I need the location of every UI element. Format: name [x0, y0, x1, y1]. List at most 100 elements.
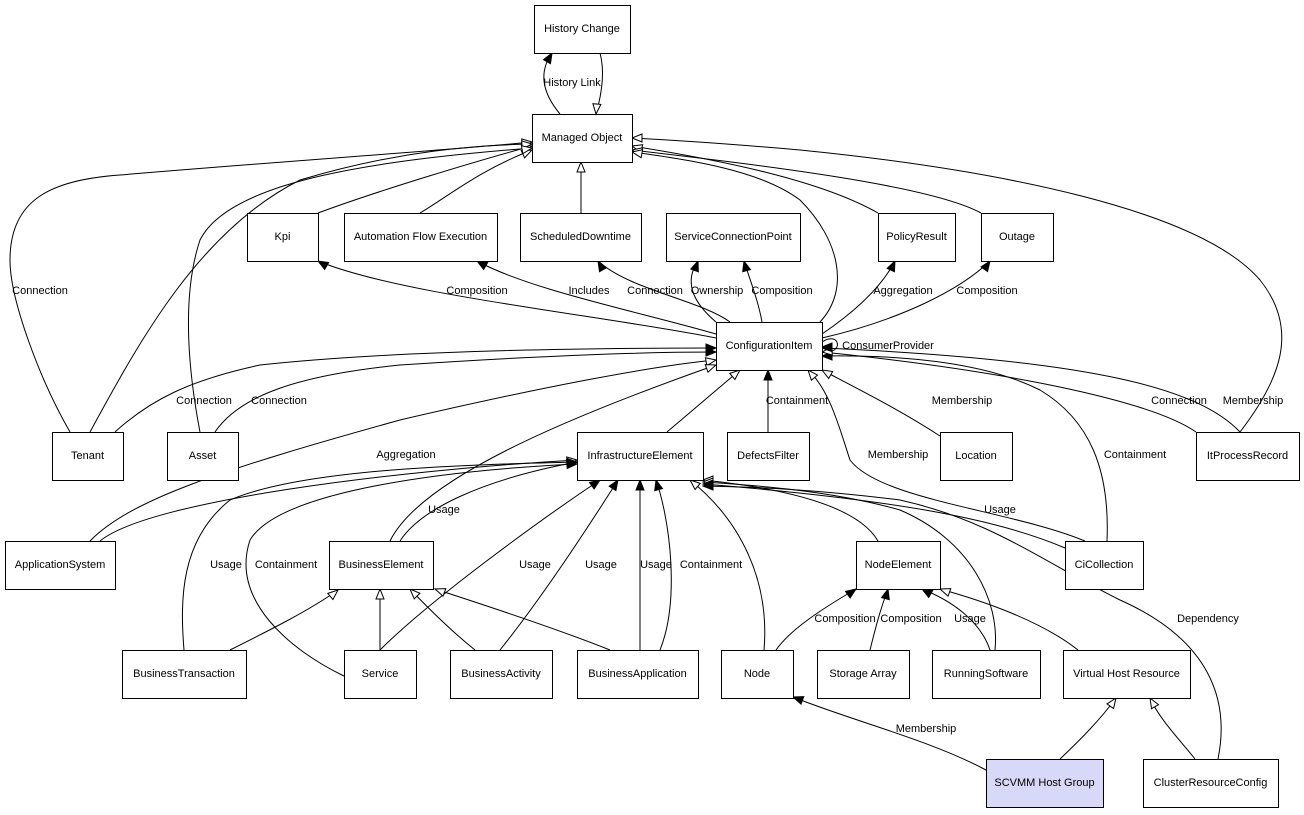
- node-policy-result[interactable]: PolicyResult: [878, 213, 956, 262]
- edge-label: Usage: [210, 559, 242, 571]
- node-label: Tenant: [71, 450, 104, 462]
- node-box[interactable]: [329, 541, 434, 590]
- edge-business-activity-to-infrastructure-element: [499, 479, 619, 651]
- node-box[interactable]: [344, 650, 417, 699]
- node-label: SCVMM Host Group: [994, 777, 1094, 789]
- node-box[interactable]: [344, 213, 498, 262]
- node-node-element[interactable]: NodeElement: [856, 541, 941, 590]
- node-label: DefectsFilter: [737, 450, 799, 462]
- edge-label: Membership: [896, 723, 957, 735]
- edge-label: Usage: [519, 559, 551, 571]
- edge-asset-to-managed-object: [187, 147, 533, 433]
- node-box[interactable]: [122, 650, 247, 699]
- edge-label: Composition: [446, 285, 507, 297]
- node-box[interactable]: [1196, 432, 1300, 481]
- node-box[interactable]: [577, 432, 704, 481]
- association-arrowhead-icon: [705, 347, 718, 357]
- edge-application-system-to-infrastructure-element: [99, 459, 578, 542]
- node-box[interactable]: [247, 213, 319, 262]
- node-configuration-item[interactable]: ConfigurationItem: [716, 322, 823, 371]
- edge-configuration-item-to-outage: [821, 260, 991, 339]
- node-box[interactable]: [520, 213, 642, 262]
- node-box[interactable]: [932, 650, 1041, 699]
- node-cluster-resource-config[interactable]: ClusterResourceConfig: [1143, 759, 1279, 808]
- node-location[interactable]: Location: [940, 432, 1013, 481]
- node-infrastructure-element[interactable]: InfrastructureElement: [577, 432, 704, 481]
- node-label: RunningSoftware: [944, 668, 1028, 680]
- node-kpi[interactable]: Kpi: [247, 213, 319, 262]
- edge-kpi-to-managed-object: [317, 145, 533, 214]
- node-defects-filter[interactable]: DefectsFilter: [727, 432, 810, 481]
- edge-label: Containment: [766, 395, 828, 407]
- node-running-software[interactable]: RunningSoftware: [932, 650, 1041, 699]
- edge-ci-collection-to-configuration-item: [821, 355, 1108, 542]
- edges-layer: [9, 51, 1283, 771]
- node-box[interactable]: [817, 650, 910, 699]
- node-box[interactable]: [1143, 759, 1279, 808]
- association-arrowhead-icon: [588, 479, 602, 490]
- edge-configuration-item-to-scheduled-downtime: [597, 260, 731, 323]
- inheritance-arrowhead-icon: [576, 160, 586, 173]
- edge-virtual-host-resource-to-node-element: [939, 588, 1079, 651]
- edge-label: Composition: [814, 613, 875, 625]
- node-service-connection-point[interactable]: ServiceConnectionPoint: [666, 213, 801, 262]
- inheritance-arrowhead-icon: [1106, 696, 1117, 710]
- edge-label: Membership: [868, 449, 929, 461]
- node-box[interactable]: [532, 114, 633, 163]
- node-business-transaction[interactable]: BusinessTransaction: [122, 650, 247, 699]
- node-box[interactable]: [1065, 541, 1144, 590]
- edge-label: Dependency: [1177, 613, 1239, 625]
- node-box[interactable]: [856, 541, 941, 590]
- node-box[interactable]: [450, 650, 553, 699]
- node-box[interactable]: [981, 213, 1054, 262]
- edge-tenant-to-managed-object: [89, 143, 533, 433]
- inheritance-arrowhead-icon: [409, 588, 421, 600]
- edge-asset-to-configuration-item: [214, 351, 717, 433]
- node-box[interactable]: [878, 213, 956, 262]
- node-box[interactable]: [167, 432, 239, 481]
- node-box[interactable]: [534, 5, 631, 54]
- node-application-system[interactable]: ApplicationSystem: [5, 541, 116, 590]
- association-arrowhead-icon: [654, 478, 664, 492]
- edge-scvmm-host-group-to-node: [792, 696, 987, 771]
- node-node[interactable]: Node: [721, 650, 794, 699]
- node-scheduled-downtime[interactable]: ScheduledDowntime: [520, 213, 642, 262]
- node-virtual-host-resource[interactable]: Virtual Host Resource: [1063, 650, 1191, 699]
- node-box[interactable]: [1063, 650, 1191, 699]
- node-box[interactable]: [52, 432, 124, 481]
- node-it-process-record[interactable]: ItProcessRecord: [1196, 432, 1300, 481]
- edge-it-process-record-to-configuration-item: [821, 347, 1241, 433]
- node-box[interactable]: [666, 213, 801, 262]
- association-arrowhead-icon: [742, 259, 752, 273]
- node-asset[interactable]: Asset: [167, 432, 239, 481]
- node-box[interactable]: [721, 650, 794, 699]
- edge-label: Containment: [1104, 449, 1166, 461]
- association-arrowhead-icon: [880, 587, 890, 601]
- node-label: NodeElement: [865, 559, 932, 571]
- node-business-activity[interactable]: BusinessActivity: [450, 650, 553, 699]
- edge-label: Membership: [932, 395, 993, 407]
- node-business-application[interactable]: BusinessApplication: [577, 650, 699, 699]
- node-business-element[interactable]: BusinessElement: [329, 541, 434, 590]
- association-arrowhead-icon: [701, 481, 714, 491]
- node-tenant[interactable]: Tenant: [52, 432, 124, 481]
- edge-business-transaction-to-infrastructure-element: [181, 461, 578, 651]
- node-managed-object[interactable]: Managed Object: [532, 114, 633, 163]
- node-box[interactable]: [577, 650, 699, 699]
- node-storage-array[interactable]: Storage Array: [817, 650, 910, 699]
- association-arrowhead-icon: [844, 588, 858, 599]
- node-box[interactable]: [986, 759, 1104, 808]
- node-scvmm-host-group[interactable]: SCVMM Host Group: [986, 759, 1104, 808]
- node-box[interactable]: [727, 432, 810, 481]
- node-label: ScheduledDowntime: [530, 231, 631, 243]
- node-ci-collection[interactable]: CiCollection: [1065, 541, 1144, 590]
- node-service[interactable]: Service: [344, 650, 417, 699]
- node-automation-flow-execution[interactable]: Automation Flow Execution: [344, 213, 498, 262]
- node-box[interactable]: [716, 322, 823, 371]
- inheritance-arrowhead-icon: [688, 479, 702, 491]
- node-outage[interactable]: Outage: [981, 213, 1054, 262]
- node-box[interactable]: [5, 541, 116, 590]
- node-box[interactable]: [940, 432, 1013, 481]
- node-history-change[interactable]: History Change: [534, 5, 631, 54]
